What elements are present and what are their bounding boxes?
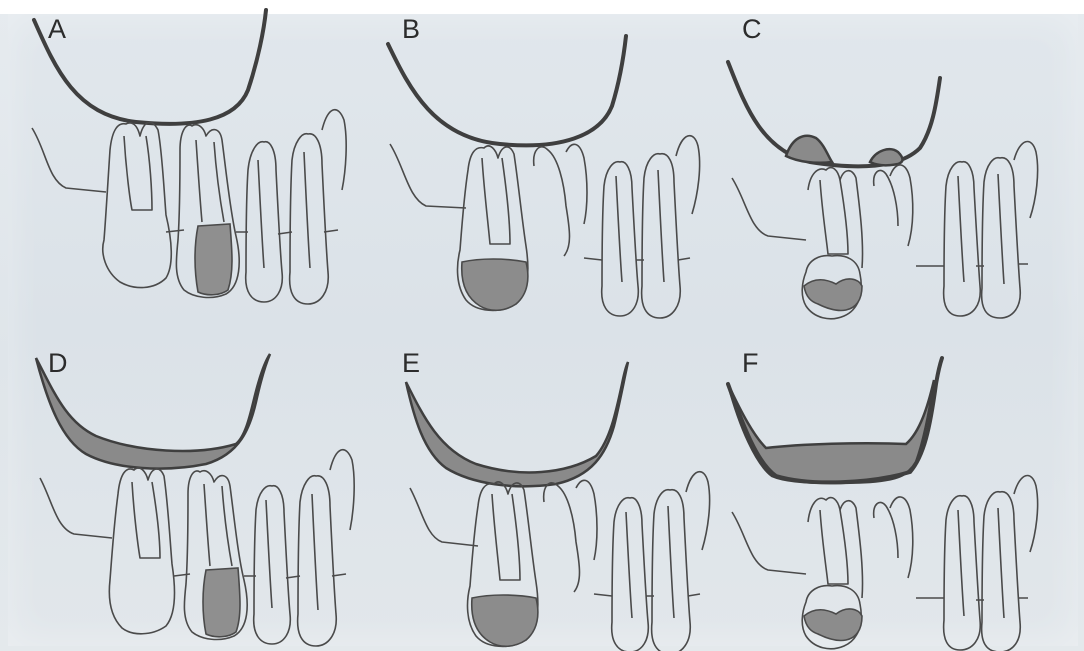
canine-outline bbox=[676, 136, 700, 214]
premolar-1-canal bbox=[958, 176, 964, 282]
second-molar-canal bbox=[196, 140, 224, 222]
molar-root-canal bbox=[124, 136, 152, 210]
gum-line bbox=[916, 598, 1028, 600]
panel-f-drawing bbox=[720, 344, 1060, 644]
panel-f: F bbox=[720, 344, 1060, 644]
canine-outline bbox=[1014, 142, 1038, 218]
panel-b: B bbox=[380, 10, 720, 310]
premolar-1-canal bbox=[958, 510, 964, 616]
sinus-floor-line bbox=[34, 10, 266, 124]
second-molar-canal bbox=[204, 484, 232, 566]
panel-b-drawing bbox=[380, 10, 720, 310]
tilted-tooth bbox=[874, 170, 898, 226]
canine-outline bbox=[1014, 476, 1038, 552]
molar-root-canal bbox=[482, 158, 510, 244]
premolar-1-canal bbox=[626, 512, 632, 618]
gum-line bbox=[584, 258, 690, 260]
premolar-1 bbox=[254, 486, 291, 644]
gum-line bbox=[174, 574, 346, 578]
panel-e-drawing bbox=[380, 344, 720, 644]
molar-crown-filling bbox=[462, 259, 528, 310]
tilted-tooth bbox=[534, 147, 570, 256]
panel-e: E bbox=[380, 344, 720, 644]
premolar-1 bbox=[246, 142, 283, 302]
extraction-site bbox=[576, 480, 597, 560]
premolar-2-canal bbox=[312, 494, 318, 610]
upper-molar bbox=[808, 168, 863, 268]
infected-root-filled bbox=[203, 568, 240, 637]
panel-a-drawing bbox=[26, 10, 366, 310]
canine-outline bbox=[686, 472, 710, 550]
molar-root-canal bbox=[492, 494, 520, 580]
premolar-2-canal bbox=[668, 506, 674, 618]
panel-a: A bbox=[26, 10, 366, 310]
panel-d-drawing bbox=[26, 344, 366, 644]
premolar-1-canal bbox=[266, 500, 272, 608]
nasal-contour bbox=[732, 512, 806, 574]
nasal-contour bbox=[40, 478, 112, 538]
premolar-2 bbox=[298, 476, 337, 646]
premolar-2 bbox=[290, 134, 329, 304]
sinus-filled-with-fluid bbox=[728, 380, 934, 483]
panel-c: C bbox=[720, 10, 1060, 310]
sinus-floor-line bbox=[728, 62, 940, 166]
figure-sheet: A B bbox=[8, 14, 1078, 646]
extraction-site bbox=[890, 165, 913, 246]
nasal-contour bbox=[32, 128, 106, 192]
panel-c-drawing bbox=[720, 10, 1060, 310]
tilted-tooth bbox=[544, 483, 580, 592]
premolar-2-canal bbox=[998, 174, 1004, 284]
gum-line bbox=[916, 264, 1028, 266]
extraction-site bbox=[566, 144, 587, 224]
canine-outline bbox=[330, 450, 354, 530]
gum-line bbox=[166, 230, 338, 234]
lower-crown-filling bbox=[804, 279, 862, 311]
molar-tooth bbox=[109, 468, 174, 634]
premolar-1-canal bbox=[616, 176, 622, 282]
sinus-membrane-lift-right bbox=[870, 149, 903, 165]
thickened-sinus-membrane bbox=[406, 362, 628, 486]
lower-crown-filling bbox=[804, 609, 862, 641]
extraction-site bbox=[890, 497, 913, 578]
premolar-2-canal bbox=[998, 508, 1004, 618]
sinus-floor-line bbox=[388, 36, 626, 145]
molar-tooth bbox=[103, 122, 171, 287]
nasal-contour bbox=[410, 488, 478, 546]
nasal-contour bbox=[390, 144, 466, 208]
gum-line bbox=[594, 594, 700, 596]
nasal-contour bbox=[732, 178, 806, 240]
sinus-membrane-lift-left bbox=[786, 136, 832, 163]
premolar-2-canal bbox=[658, 170, 664, 282]
tilted-tooth bbox=[874, 502, 898, 558]
thickened-sinus-membrane bbox=[36, 354, 270, 469]
molar-root-canal bbox=[132, 482, 160, 558]
upper-molar bbox=[808, 498, 863, 598]
molar-crown-filling bbox=[472, 595, 538, 646]
panel-d: D bbox=[26, 344, 366, 644]
premolar-1-canal bbox=[258, 160, 264, 268]
infected-root-filled bbox=[195, 224, 232, 295]
premolar-2-canal bbox=[304, 152, 310, 268]
upper-molar-canal bbox=[820, 180, 848, 254]
upper-molar-canal bbox=[820, 510, 848, 584]
canine-outline bbox=[322, 110, 346, 190]
